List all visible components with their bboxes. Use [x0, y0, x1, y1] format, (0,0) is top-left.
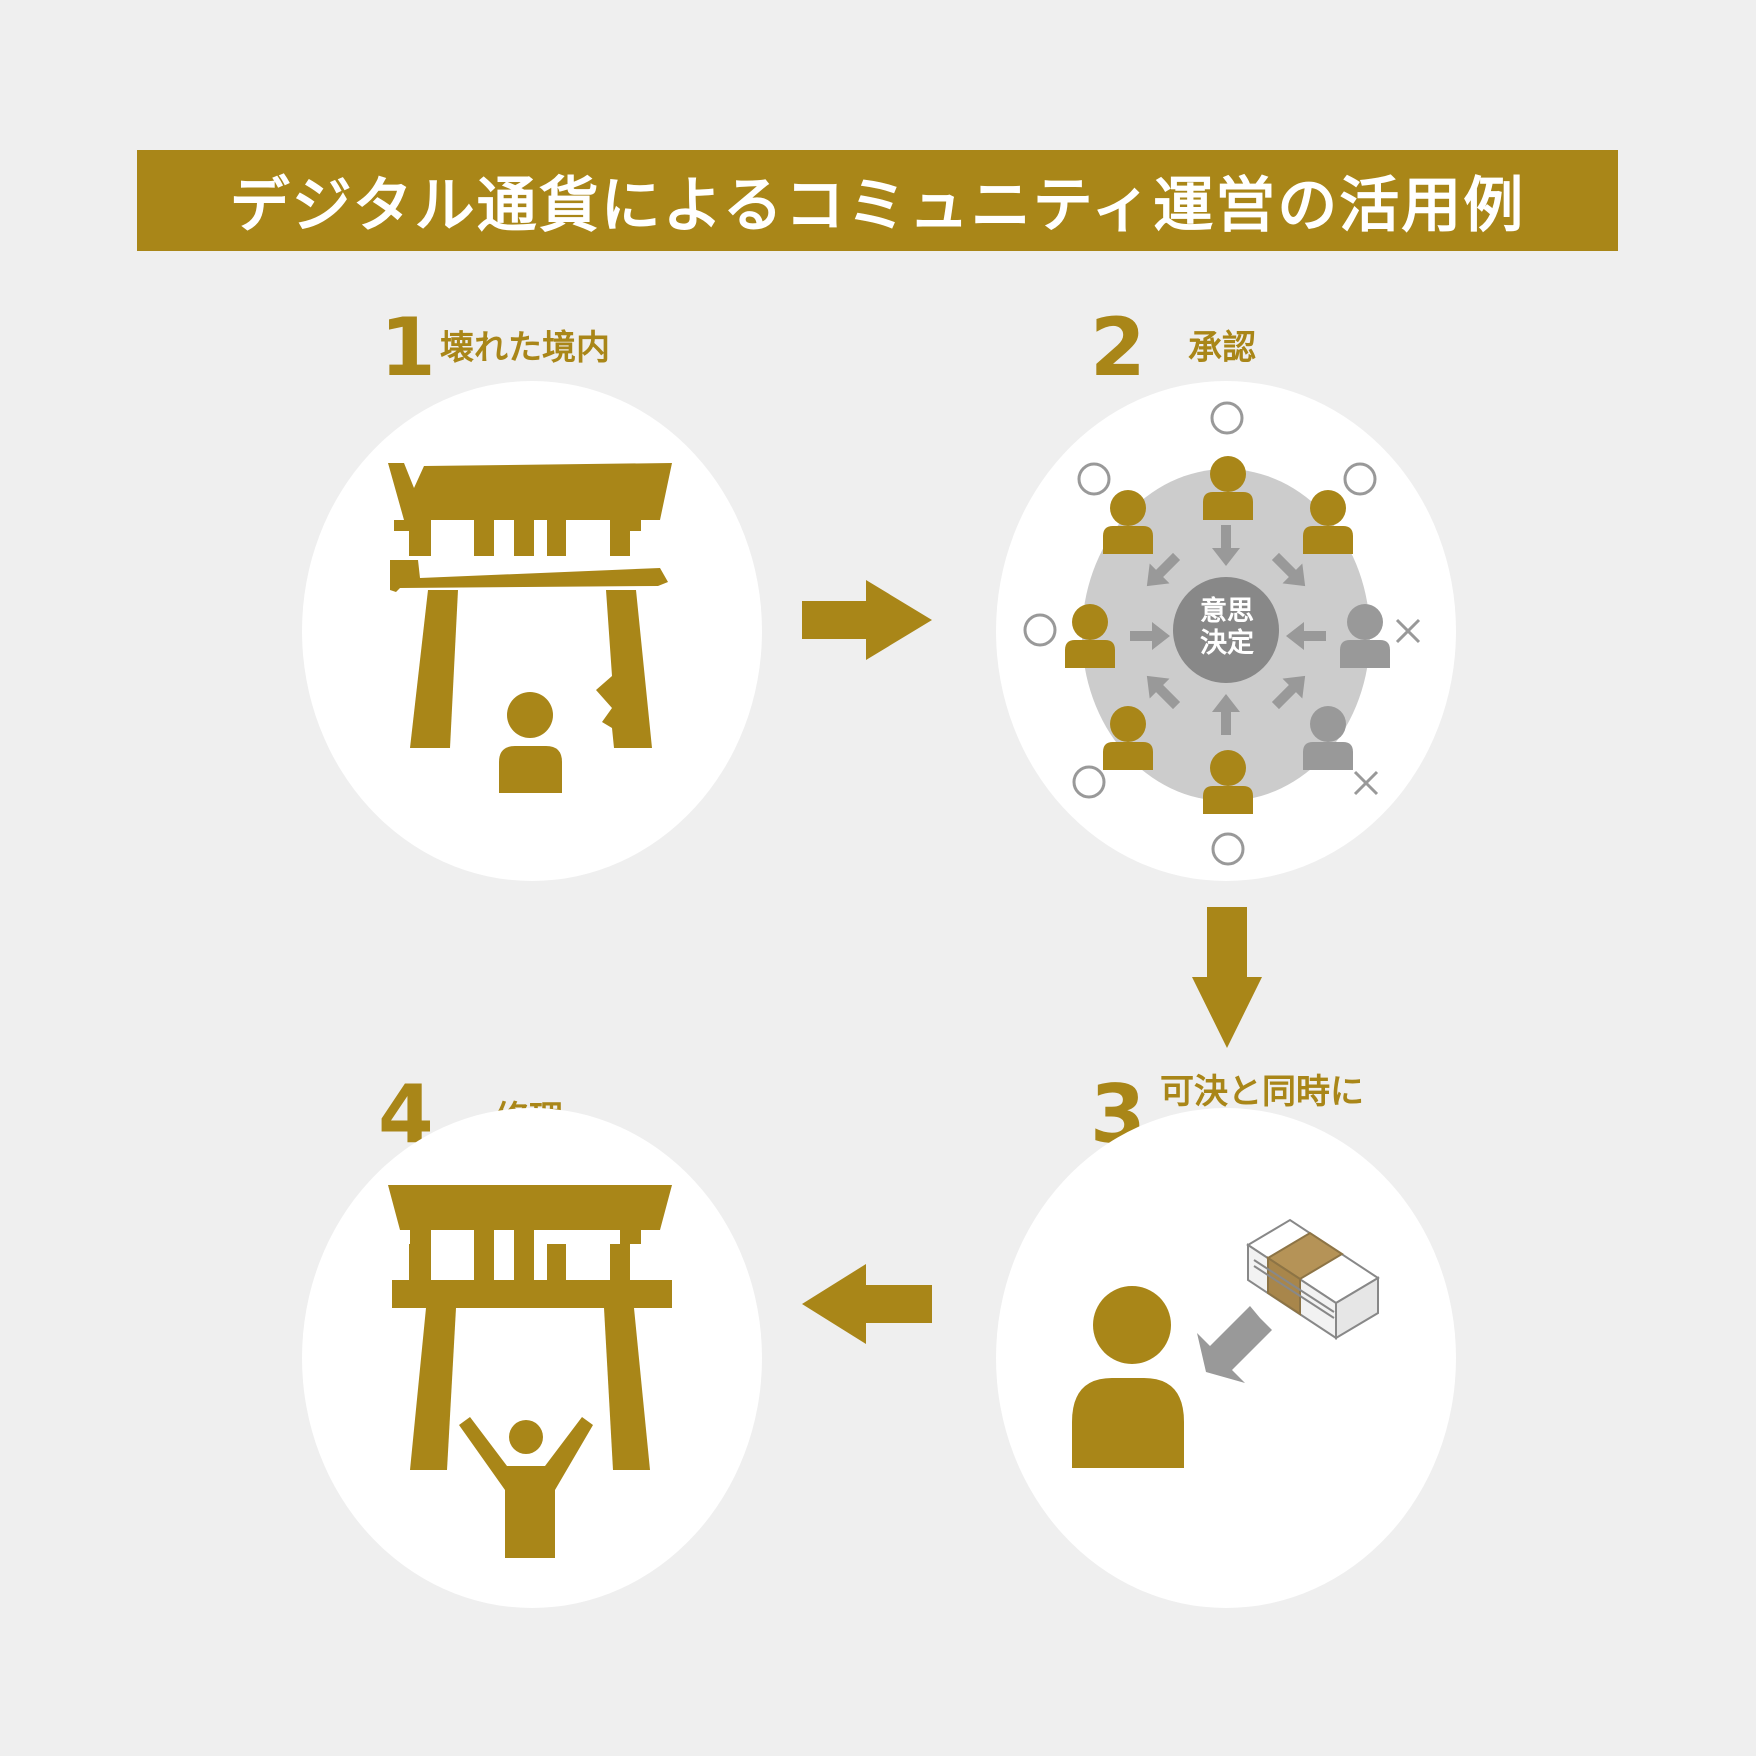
- step-2-number: 2: [1090, 301, 1146, 394]
- decision-center: [1173, 577, 1279, 683]
- page-title: デジタル通貨によるコミュニティ運営の活用例: [229, 171, 1526, 241]
- flow-arrow-left: [802, 1264, 932, 1344]
- step-1-number: 1: [380, 301, 436, 394]
- step-3-label-line-1: 可決と同時に: [1160, 1072, 1364, 1112]
- circle-mark-icon: [1077, 462, 1111, 496]
- step-2-label: 承認: [1188, 326, 1256, 372]
- decision-label-line-1: 意思: [1200, 596, 1254, 627]
- decision-label: 意思 決定: [1172, 596, 1282, 661]
- title-bar: デジタル通貨によるコミュニティ運営の活用例: [137, 150, 1618, 251]
- step-1-circle: [302, 381, 762, 881]
- cheering-person-icon: [459, 1417, 593, 1558]
- step-2-label-line: 承認: [1188, 328, 1256, 368]
- circle-mark-icon: [1343, 462, 1377, 496]
- broken-torii-icon: [388, 463, 672, 748]
- arrow-icon: [1130, 525, 1326, 735]
- flow-arrow-right: [802, 580, 932, 660]
- cross-mark-icon: [1353, 770, 1379, 796]
- circle-mark-icon: [1072, 765, 1106, 799]
- step-1-label-line: 壊れた境内: [440, 328, 610, 368]
- flow-arrow-down: [1192, 907, 1262, 1048]
- torii-icon: [388, 1185, 672, 1470]
- recipient-person-icon: [1072, 1286, 1184, 1468]
- circle-mark-icon: [1023, 613, 1057, 647]
- money-bundle-icon: [1246, 1218, 1380, 1340]
- circle-mark-icon: [1211, 832, 1245, 866]
- decision-label-line-2: 決定: [1200, 628, 1254, 660]
- consensus-diagram: [1023, 401, 1421, 866]
- circle-mark-icon: [1210, 401, 1244, 435]
- cross-mark-icon: [1395, 618, 1421, 644]
- step-1-label: 壊れた境内: [440, 326, 610, 372]
- arrow-icon: [1197, 1306, 1272, 1383]
- person-icon: [499, 692, 562, 793]
